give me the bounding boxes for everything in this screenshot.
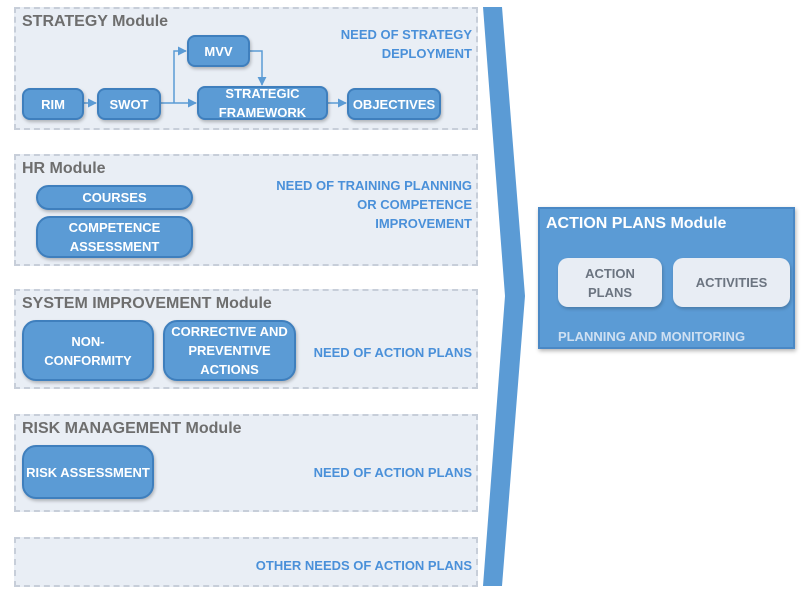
risk-management-module-title: RISK MANAGEMENT Module bbox=[22, 420, 242, 437]
swot-to-mvv-arrow bbox=[173, 46, 187, 103]
planning-monitoring-label: PLANNING AND MONITORING bbox=[558, 329, 746, 344]
objectives-box: OBJECTIVES bbox=[347, 88, 441, 120]
hr-module-title: HR Module bbox=[22, 160, 106, 177]
nonconformity-box: NON- CONFORMITY bbox=[22, 320, 154, 381]
corrective-preventive-actions-box: CORRECTIVE AND PREVENTIVE ACTIONS bbox=[163, 320, 296, 381]
strategy-need-label: NEED OF STRATEGY DEPLOYMENT bbox=[340, 27, 472, 61]
action-plans-box: ACTION PLANS bbox=[558, 258, 662, 307]
system-improvement-need-label: NEED OF ACTION PLANS bbox=[313, 345, 472, 360]
courses-box: COURSES bbox=[36, 185, 193, 210]
hr-need-label: NEED OF TRAINING PLANNING OR COMPETENCE … bbox=[276, 178, 472, 231]
strategic-framework-box: STRATEGIC FRAMEWORK bbox=[197, 86, 328, 120]
action-plans-module: ACTION PLANS Module ACTION PLANS ACTIVIT… bbox=[538, 207, 795, 349]
action-plans-module-title: ACTION PLANS Module bbox=[546, 215, 727, 232]
mvv-box: MVV bbox=[187, 35, 250, 67]
flow-chevron-arrow bbox=[483, 7, 525, 586]
activities-box: ACTIVITIES bbox=[673, 258, 790, 307]
swot-box: SWOT bbox=[97, 88, 161, 120]
rim-box: RIM bbox=[22, 88, 84, 120]
risk-need-label: NEED OF ACTION PLANS bbox=[313, 465, 472, 480]
other-needs-label: OTHER NEEDS OF ACTION PLANS bbox=[255, 558, 472, 573]
mvv-to-framework-arrow bbox=[250, 50, 267, 86]
other-needs-module: OTHER NEEDS OF ACTION PLANS bbox=[14, 537, 478, 587]
competence-assessment-box: COMPETENCE ASSESSMENT bbox=[36, 216, 193, 258]
risk-assessment-box: RISK ASSESSMENT bbox=[22, 445, 154, 499]
strategy-module-title: STRATEGY Module bbox=[22, 13, 169, 30]
system-improvement-module-title: SYSTEM IMPROVEMENT Module bbox=[22, 295, 272, 312]
